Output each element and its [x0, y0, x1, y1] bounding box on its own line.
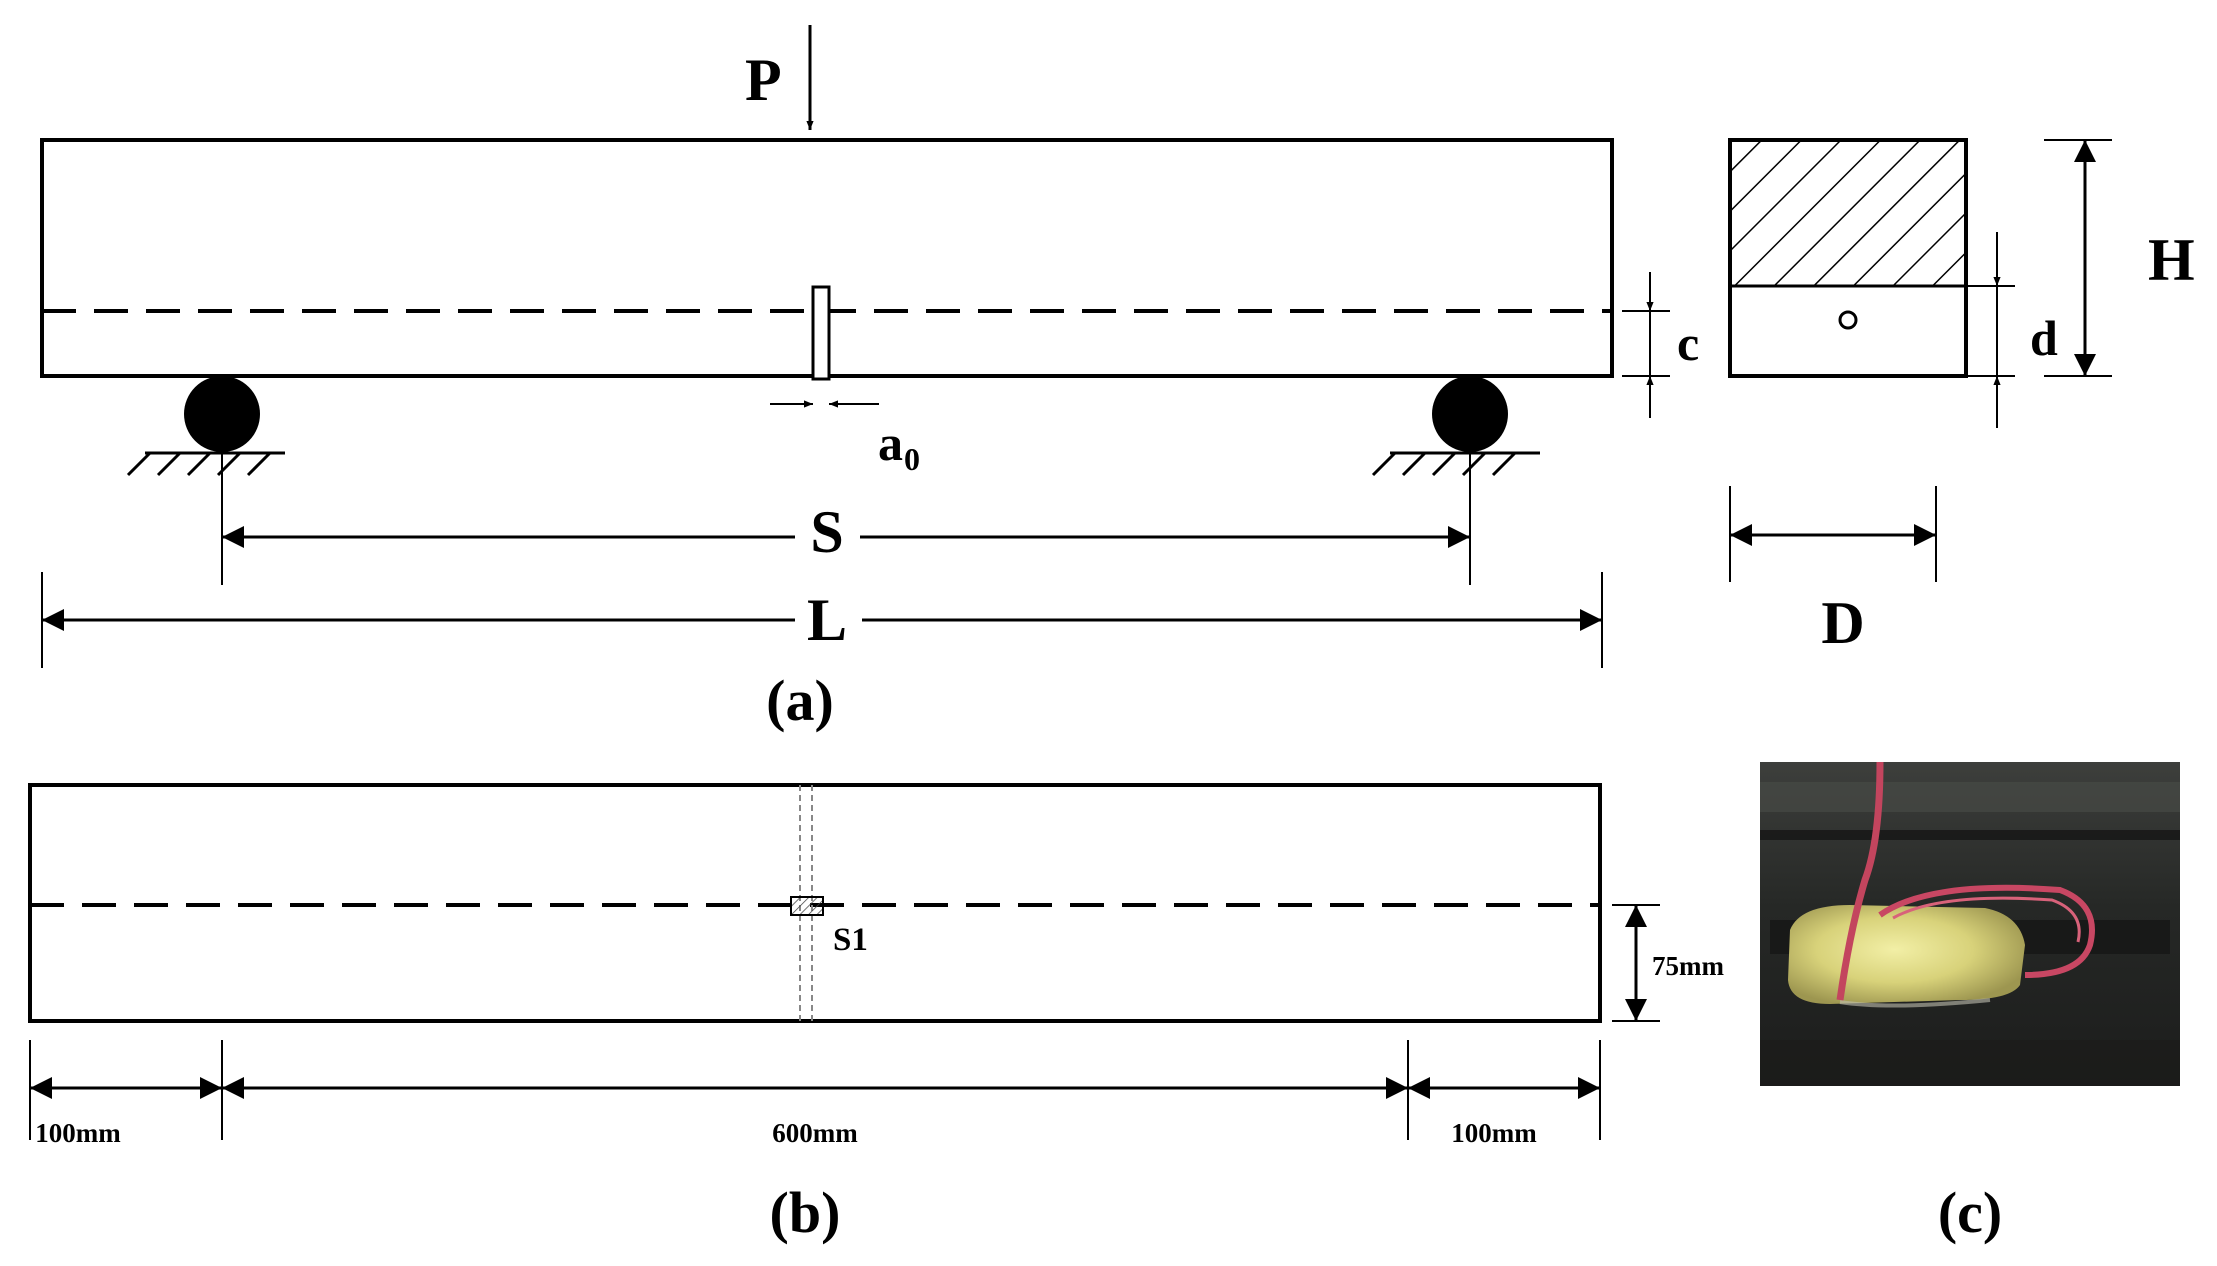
caption-b: (b) — [770, 1180, 841, 1245]
load-label: P — [745, 47, 782, 113]
notch-subscript: 0 — [904, 441, 920, 477]
sensor-s1 — [790, 896, 824, 916]
length-label: L — [807, 587, 847, 653]
notch-label: a — [878, 415, 903, 471]
width-dim: D — [1729, 486, 1937, 656]
caption-a: (a) — [766, 668, 834, 733]
right-support — [1371, 376, 1540, 585]
right-100-label: 100mm — [1451, 1118, 1537, 1148]
figure-a: P — [40, 25, 2195, 733]
cover-label: c — [1677, 315, 1699, 371]
height-label: H — [2148, 227, 2195, 293]
length-dim: L — [41, 572, 1603, 668]
width-label: D — [1821, 590, 1864, 656]
compression-zone-hatch — [1730, 140, 1966, 286]
mid-600-label: 600mm — [772, 1118, 858, 1148]
rebar-dot — [1838, 310, 1858, 330]
sensor-label: S1 — [833, 922, 868, 958]
caption-c: (c) — [1938, 1180, 2002, 1245]
notch-width-dim: a 0 — [770, 400, 920, 477]
height-75-label: 75mm — [1652, 951, 1724, 981]
section-outline — [1728, 138, 1968, 378]
depth-label: d — [2030, 310, 2058, 366]
notch — [811, 285, 831, 381]
left-support — [126, 376, 285, 585]
cross-section — [1728, 138, 1968, 378]
figure-c: (c) — [1760, 761, 2180, 1245]
span-dim: S — [222, 499, 1470, 565]
figure-b: S1 75mm 100mm 600mm 100mm (b) — [28, 783, 1724, 1245]
height-dim: H — [2044, 139, 2195, 377]
left-100-label: 100mm — [35, 1118, 121, 1148]
cover-dim: c — [1622, 272, 1699, 418]
span-label: S — [810, 499, 843, 565]
depth-dim: d — [1966, 232, 2058, 428]
sensor-photo — [1760, 761, 2180, 1086]
